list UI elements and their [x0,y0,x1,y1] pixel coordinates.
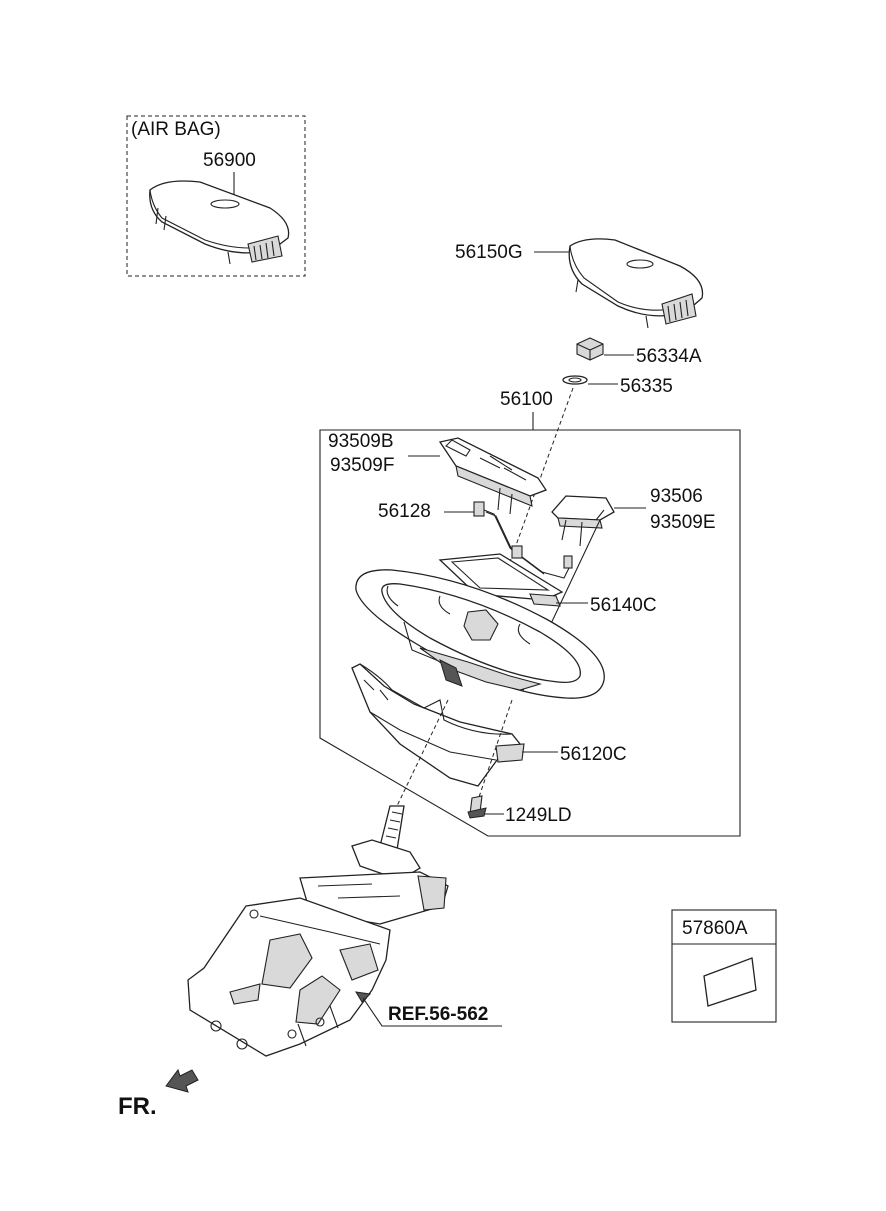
wheel-assembly-frame [319,429,741,837]
airbag-group-label: (AIR BAG) [131,119,221,140]
callout-1249ld[interactable]: 1249LD [505,805,572,826]
callout-56334a[interactable]: 56334A [636,346,702,367]
callout-93509f[interactable]: 93509F [330,455,394,476]
label-box-group[interactable]: 57860A [671,909,777,1023]
callout-93509b[interactable]: 93509B [328,431,394,452]
horn-pad-group[interactable]: 56150G [455,238,704,329]
lower-cover-group[interactable]: 56120C [351,663,627,787]
steering-wheel-icon [355,569,605,699]
front-indicator-group: FR. [118,1068,199,1120]
callout-56100[interactable]: 56100 [500,389,553,410]
reference-arrow-line [362,997,502,1027]
reference-group[interactable]: REF.56-562 [355,991,502,1027]
callout-56900[interactable]: 56900 [203,150,256,171]
callout-93506[interactable]: 93506 [650,486,703,507]
right-switch-group[interactable]: 93506 93509E [529,486,716,669]
wiring-harness-icon [473,501,573,579]
left-switch-icon [438,437,547,515]
screw-axis [477,699,513,801]
left-switch-group[interactable]: 93509B 93509F [328,431,547,515]
lower-cover-icon [351,663,525,787]
airbag-dashed-box [126,115,306,277]
nut-icon [576,337,604,361]
front-arrow-icon [165,1068,199,1093]
callout-56120c[interactable]: 56120C [560,744,627,765]
washer-group[interactable]: 56335 [562,375,673,397]
steering-column-icon [187,699,449,1057]
callout-93509e[interactable]: 93509E [650,512,716,533]
label-box-frame [671,909,777,1023]
front-label: FR. [118,1093,157,1120]
reference-arrow-head [355,991,372,1003]
callout-56128[interactable]: 56128 [378,501,431,522]
right-switch-icon [551,495,615,547]
callout-56335[interactable]: 56335 [620,376,673,397]
wheel-assembly-group[interactable]: 56100 [319,389,741,837]
callout-56150g[interactable]: 56150G [455,242,523,263]
washer-icon [562,375,588,385]
airbag-group[interactable]: (AIR BAG) 56900 [126,115,306,277]
horn-pad-icon [568,238,704,329]
airbag-module-icon [149,180,290,265]
callout-56140c[interactable]: 56140C [590,595,657,616]
reference-label[interactable]: REF.56-562 [388,1004,488,1025]
wiring-group[interactable]: 56128 [378,501,573,579]
nut-group[interactable]: 56334A [576,337,702,367]
callout-57860a[interactable]: 57860A [682,918,748,939]
screw-icon [467,795,487,819]
screw-group[interactable]: 1249LD [467,699,572,826]
label-sticker-icon [703,957,757,1007]
